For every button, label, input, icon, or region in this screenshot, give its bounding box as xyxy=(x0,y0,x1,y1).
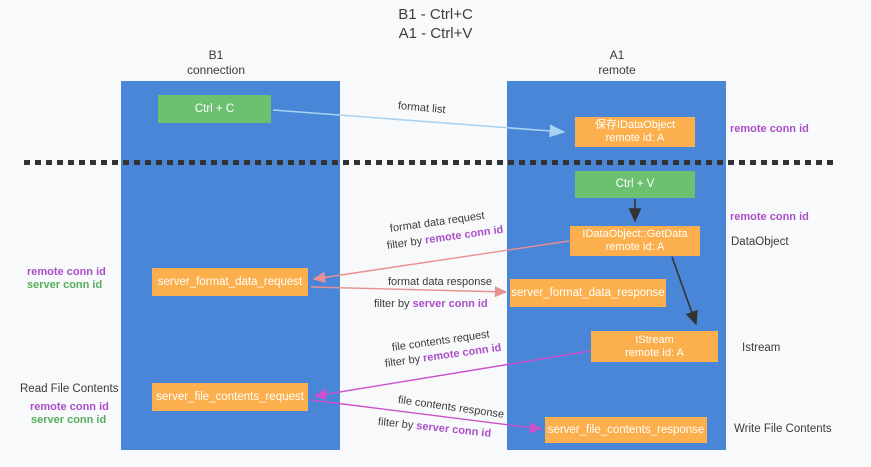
column-header-b1: B1 connection xyxy=(146,48,286,78)
filter-by-text: filter by xyxy=(386,234,426,252)
server-file-contents-request-label: server_file_contents_request xyxy=(156,390,304,403)
server-conn-id-text: server conn id xyxy=(412,298,488,310)
filter-by-text: filter by xyxy=(374,298,413,310)
column-a1-name: A1 xyxy=(609,48,625,62)
idataobject-getdata-line2: remote id: A xyxy=(605,241,665,253)
write-file-contents-label: Write File Contents xyxy=(734,423,832,435)
format-data-response-label: format data response xyxy=(388,276,492,288)
server-format-data-response-label: server_format_data_response xyxy=(511,286,665,299)
istream-node: IStream remote id: A xyxy=(591,331,718,362)
column-b1-name: B1 xyxy=(208,48,224,62)
ctrl-c-node: Ctrl + C xyxy=(158,95,271,123)
right-remote-conn-id-mid-label: remote conn id xyxy=(730,211,809,223)
file-contents-response-filter-label: filter by server conn id xyxy=(377,416,491,440)
diagram-title-line1: B1 - Ctrl+C xyxy=(398,6,473,23)
istream-line2: remote id: A xyxy=(625,346,684,359)
left-server-conn-id-bottom-label: server conn id xyxy=(31,414,107,426)
istream-line1: IStream xyxy=(635,333,674,346)
save-idataobject-line1: 保存IDataObject xyxy=(594,119,676,131)
filter-by-text: filter by xyxy=(384,352,424,370)
column-b1-role: connection xyxy=(186,63,246,77)
diagram-title: B1 - Ctrl+C A1 - Ctrl+V xyxy=(0,5,871,43)
filter-by-text: filter by xyxy=(377,416,417,432)
ctrl-v-label: Ctrl + V xyxy=(615,178,655,190)
format-list-label: format list xyxy=(397,100,447,117)
istream-side-label: Istream xyxy=(742,342,781,354)
server-format-data-response-node: server_format_data_response xyxy=(510,279,666,307)
dataobject-label: DataObject xyxy=(731,236,789,248)
server-file-contents-request-node: server_file_contents_request xyxy=(152,383,308,411)
save-idataobject-node: 保存IDataObject remote id: A xyxy=(575,117,695,147)
save-idataobject-line2: remote id: A xyxy=(605,132,665,144)
right-remote-conn-id-top-label: remote conn id xyxy=(730,123,809,135)
column-header-a1: A1 remote xyxy=(547,48,687,78)
server-conn-id-text: server conn id xyxy=(415,420,492,440)
diagram-title-line2: A1 - Ctrl+V xyxy=(398,25,473,42)
left-server-conn-id-mid-label: server conn id xyxy=(27,279,103,291)
left-remote-conn-id-mid-label: remote conn id xyxy=(27,266,106,278)
left-remote-conn-id-bottom-label: remote conn id xyxy=(30,401,109,413)
idataobject-getdata-line1: IDataObject::GetData xyxy=(582,228,688,240)
column-a1-role: remote xyxy=(598,63,636,77)
idataobject-getdata-node: IDataObject::GetData remote id: A xyxy=(570,226,700,256)
read-file-contents-label: Read File Contents xyxy=(20,383,119,395)
ctrl-v-node: Ctrl + V xyxy=(575,171,695,198)
ctrl-c-label: Ctrl + C xyxy=(194,102,235,115)
server-format-data-request-label: server_format_data_request xyxy=(157,275,303,288)
phase-separator-dashed-line xyxy=(24,160,836,165)
server-file-contents-response-label: server_file_contents_response xyxy=(547,423,705,436)
format-data-response-filter-label: filter by server conn id xyxy=(374,298,488,310)
file-contents-response-label: file contents response xyxy=(397,394,505,421)
server-format-data-request-node: server_format_data_request xyxy=(152,268,308,296)
server-file-contents-response-node: server_file_contents_response xyxy=(545,417,707,443)
